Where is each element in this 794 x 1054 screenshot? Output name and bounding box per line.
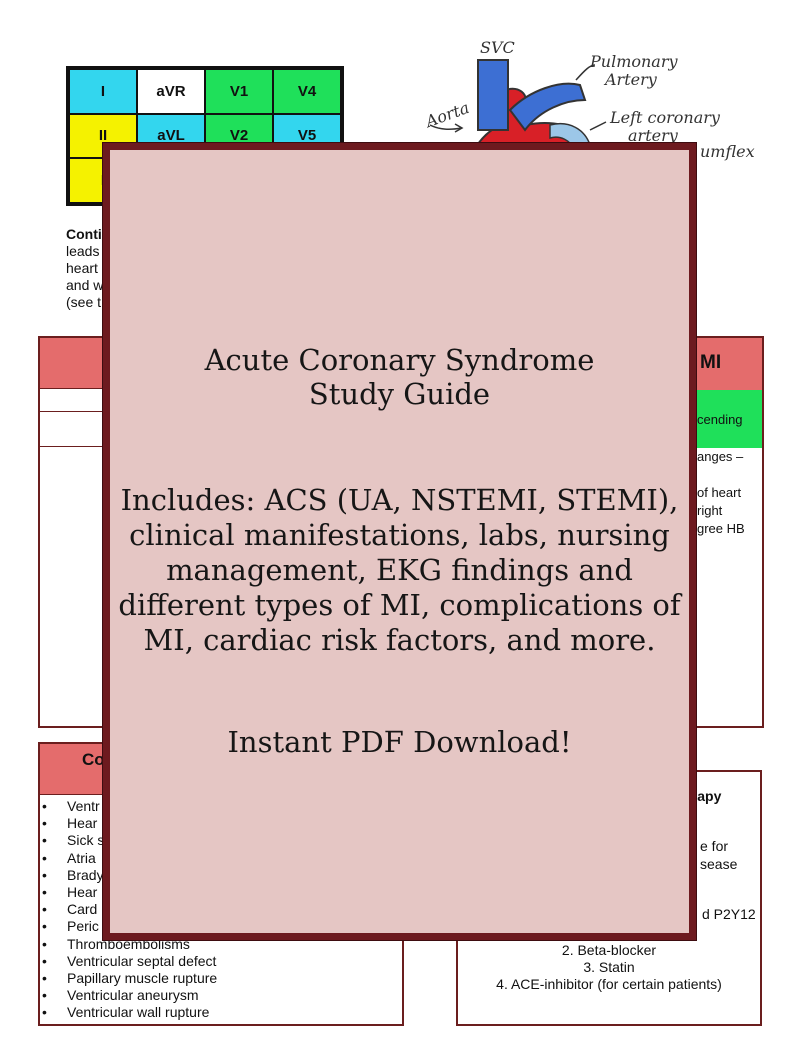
complication-item: Ventricular septal defect: [40, 953, 217, 970]
stemi-card-text: anges – of heart right gree HB: [697, 448, 745, 538]
complication-item: Ventr: [40, 798, 217, 815]
complications-title: Co: [82, 750, 105, 769]
lead-description-heading: Conti: [66, 226, 102, 242]
card-row: [40, 411, 126, 447]
therapy-fragment: d P2Y12: [702, 906, 756, 922]
stemi-text-line: anges –: [697, 449, 744, 464]
lead-desc-line: heart: [66, 260, 98, 276]
complication-item: Peric: [40, 918, 217, 935]
guide-title: Acute Coronary Syndrome Study Guide: [110, 343, 689, 411]
therapy-item: 3. Statin: [583, 959, 635, 975]
lead-description-text: Conti leads heart and w (see t: [66, 226, 126, 311]
lead-cell: aVR: [137, 69, 205, 114]
complication-item: Hear: [40, 815, 217, 832]
svc-label: SVC: [480, 38, 515, 57]
ascending-text: cending: [697, 412, 743, 427]
therapy-fragment: sease: [700, 856, 738, 872]
lead-desc-line: and w: [66, 277, 104, 293]
therapy-list: 2. Beta-blocker 3. Statin 4. ACE-inhibit…: [458, 942, 760, 993]
lead-desc-line: (see t: [66, 294, 102, 310]
lead-cell: I: [69, 69, 137, 114]
lead-cell: V1: [205, 69, 273, 114]
guide-title-line-2: Study Guide: [308, 377, 491, 411]
instant-download-text: Instant PDF Download!: [227, 725, 572, 759]
complication-item: Papillary muscle rupture: [40, 970, 217, 987]
artery-label-2: artery: [628, 126, 678, 145]
card-row: [40, 388, 126, 411]
stemi-text-line: gree HB: [697, 521, 745, 536]
therapy-item: 4. ACE-inhibitor (for certain patients): [496, 976, 722, 992]
therapy-item: 2. Beta-blocker: [561, 942, 657, 958]
stemi-text-line: right: [697, 503, 723, 518]
lead-cell: V4: [273, 69, 341, 114]
therapy-fragment: e for: [700, 838, 729, 854]
promo-overlay-panel: Acute Coronary Syndrome Study Guide Incl…: [103, 143, 696, 940]
left-coronary-label: Left coronary: [610, 108, 720, 127]
stemi-text-line: of heart: [697, 485, 742, 500]
stemi-card-title: MI: [700, 352, 722, 373]
includes-description: Includes: ACS (UA, NSTEMI, STEMI), clini…: [118, 483, 681, 657]
pulmonary-label: Pulmonary: [590, 52, 678, 71]
artery-label: Artery: [605, 70, 657, 89]
stemi-text-spacer: [697, 466, 745, 484]
complication-item: Ventricular aneurysm: [40, 987, 217, 1004]
complication-item: Card: [40, 901, 217, 918]
ecg-finding-band: [696, 390, 762, 448]
lead-desc-line: leads: [66, 243, 100, 259]
complication-item: Brady: [40, 867, 217, 884]
complication-item: Hear: [40, 884, 217, 901]
guide-title-line-1: Acute Coronary Syndrome: [204, 343, 595, 377]
complication-item: Sick s: [40, 832, 217, 849]
complication-item: Atria: [40, 850, 217, 867]
circumflex-label: umflex: [700, 142, 755, 161]
complication-item: Ventricular wall rupture: [40, 1004, 217, 1021]
